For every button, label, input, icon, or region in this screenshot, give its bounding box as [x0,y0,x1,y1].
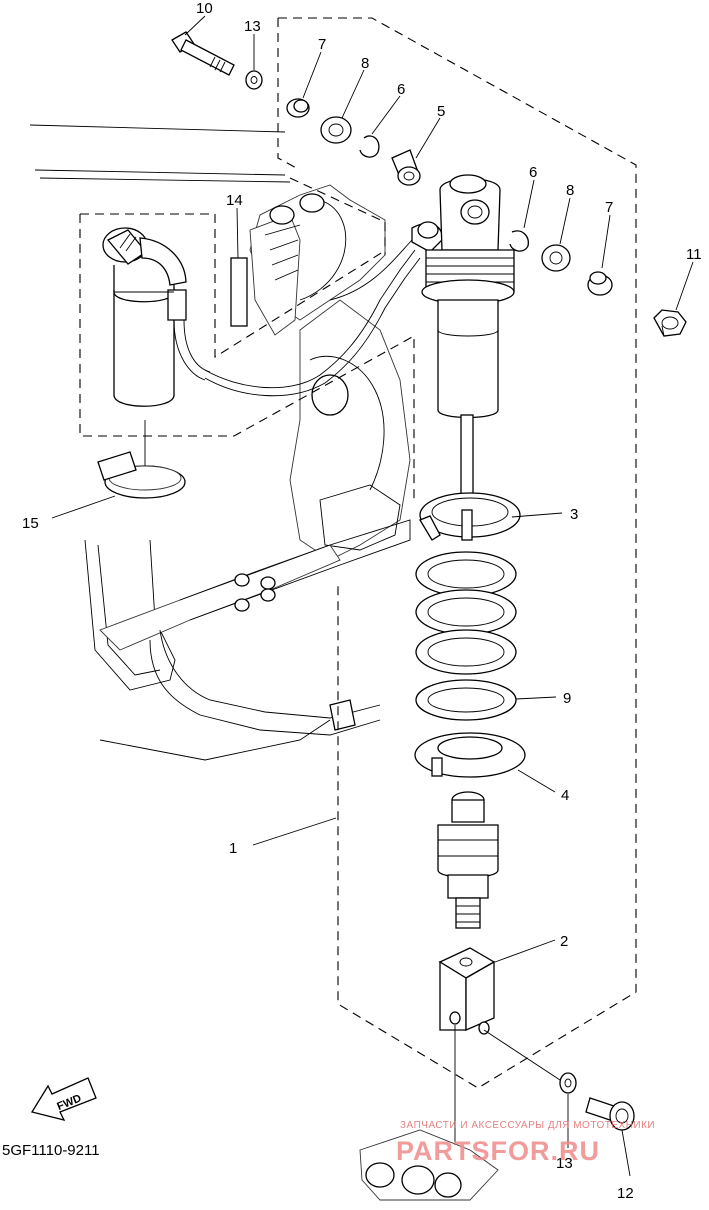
callout-6-right: 6 [529,164,537,181]
spring-retainer-part-4 [414,732,526,778]
label-part-14 [230,257,248,327]
callout-15: 15 [22,515,39,532]
callout-14: 14 [226,192,243,209]
watermark: ЗАПЧАСТИ И АКСЕССУАРЫ ДЛЯ МОТОТЕХНИКИ PA… [396,1120,655,1166]
washer-part-13-upper [245,70,263,90]
coil-spring-part-9 [415,551,517,721]
clevis-part-2 [438,947,496,1035]
callout-8-right: 8 [566,182,574,199]
seal-part-8-left [320,116,352,144]
callout-labels: 10 13 7 8 6 5 6 8 7 11 14 15 3 9 4 1 2 1… [22,0,702,1202]
watermark-site: PARTSFOR.RU [396,1136,600,1166]
callout-7-left: 7 [318,36,326,53]
watermark-tagline: ЗАПЧАСТИ И АКСЕССУАРЫ ДЛЯ МОТОТЕХНИКИ [400,1120,655,1131]
callout-13-upper: 13 [244,18,261,35]
callout-12: 12 [617,1185,634,1202]
linkage-ghost [359,1025,561,1201]
fwd-arrow-icon: FWD [30,1077,97,1121]
callout-6-left: 6 [397,81,405,98]
bushing-part-5 [391,149,421,186]
leader-lines [51,15,694,1177]
washer-part-13-lower [559,1072,577,1094]
bolt-part-10 [171,31,235,76]
assembly-boundary [79,17,637,1089]
callout-1: 1 [229,840,237,857]
callout-3: 3 [570,506,578,523]
circlip-part-6-right [509,230,529,252]
hose-clamp-part-15 [97,451,186,499]
callout-2: 2 [560,933,568,950]
callout-9: 9 [563,690,571,707]
callout-4: 4 [561,787,569,804]
seal-part-8-right [541,244,571,272]
frame-background-drawing [29,124,421,761]
lower-damper-body [437,791,499,929]
shock-absorber-body [329,174,515,526]
callout-8-left: 8 [361,55,369,72]
circlip-part-6-left [359,135,380,158]
shock-reservoir [102,227,211,407]
diagram-code: 5GF1110-9211 [2,1142,100,1159]
callout-11: 11 [686,246,702,263]
bolt-part-12 [585,1097,635,1131]
collar-part-7-left [286,98,310,118]
callout-13-lower: 13 [556,1155,573,1172]
collar-part-7-right [587,271,613,296]
callout-5: 5 [437,103,445,120]
callout-10: 10 [196,0,213,17]
spring-seat-part-3 [419,492,521,541]
callout-7-right: 7 [605,199,613,216]
nut-part-11 [653,309,687,337]
